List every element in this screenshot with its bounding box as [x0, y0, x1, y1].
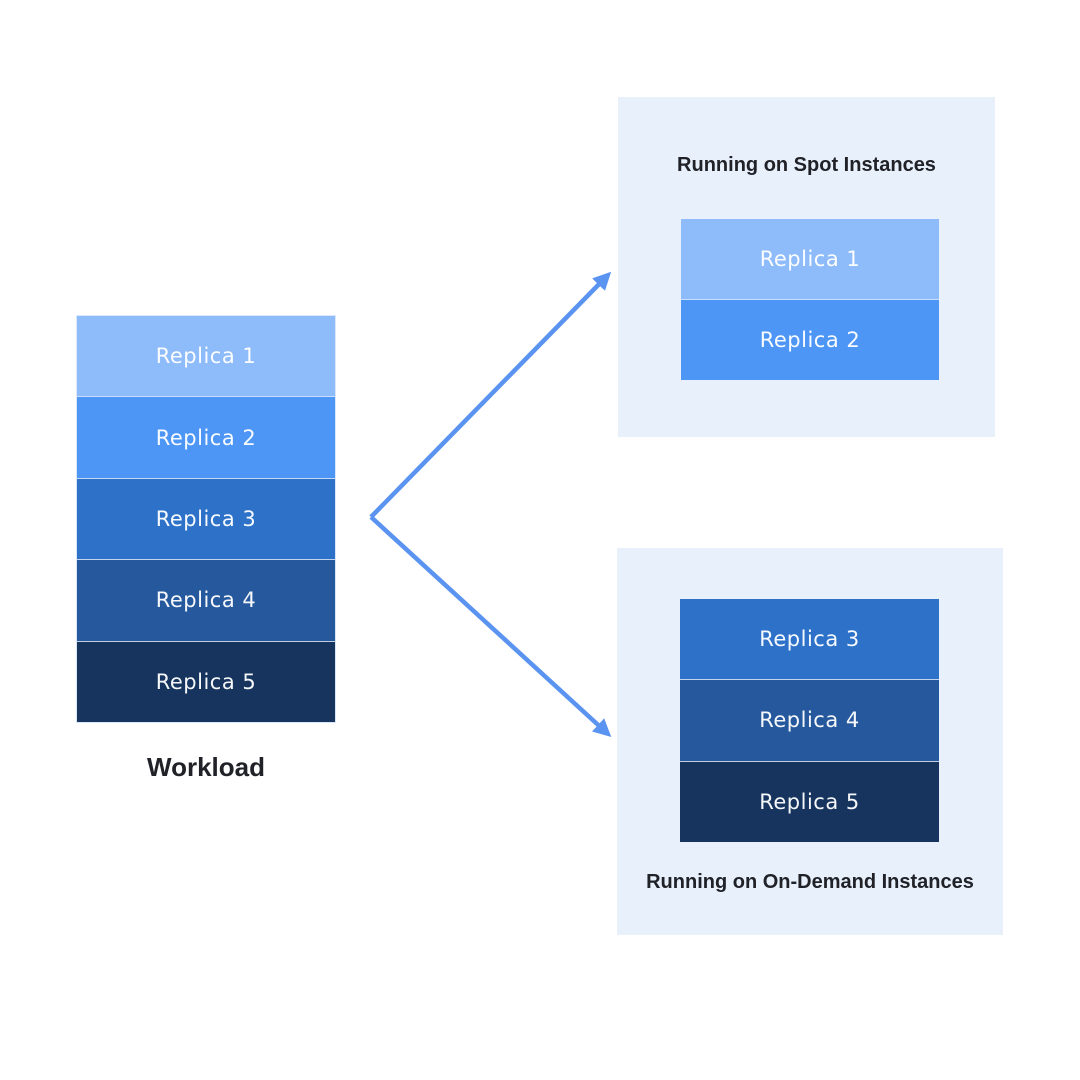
on-demand-replica-3: Replica 3 — [680, 599, 939, 680]
arrow-to-spot — [369, 271, 612, 519]
on-demand-replica-stack: Replica 3 Replica 4 Replica 5 — [680, 599, 939, 842]
arrow-to-on-demand — [369, 515, 612, 738]
workload-replica-2: Replica 2 — [77, 396, 335, 478]
replica-label: Replica 4 — [759, 708, 860, 733]
spot-replica-1: Replica 1 — [681, 219, 939, 299]
workload-replica-5: Replica 5 — [77, 640, 335, 723]
workload-replica-4: Replica 4 — [77, 559, 335, 641]
workload-stack: Replica 1 Replica 2 Replica 3 Replica 4 … — [76, 315, 336, 723]
workload-title: Workload — [147, 752, 265, 782]
spot-replica-2: Replica 2 — [681, 299, 939, 380]
replica-label: Replica 3 — [759, 627, 860, 652]
on-demand-instances-panel: Replica 3 Replica 4 Replica 5 Running on… — [617, 548, 1003, 935]
on-demand-replica-4: Replica 4 — [680, 679, 939, 761]
replica-label: Replica 2 — [155, 425, 257, 450]
replica-label: Replica 1 — [759, 247, 861, 271]
workload-replica-1: Replica 1 — [77, 316, 335, 397]
spot-instances-panel: Running on Spot Instances Replica 1 Repl… — [618, 97, 995, 437]
replica-label: Replica 5 — [759, 789, 860, 814]
replica-label: Replica 4 — [155, 588, 257, 613]
replica-label: Replica 3 — [155, 507, 257, 532]
replica-label: Replica 5 — [155, 669, 257, 694]
on-demand-replica-5: Replica 5 — [680, 760, 939, 842]
on-demand-panel-title: Running on On-Demand Instances — [646, 871, 974, 893]
workload-replica-3: Replica 3 — [77, 477, 335, 560]
replica-label: Replica 1 — [155, 344, 257, 369]
spot-replica-stack: Replica 1 Replica 2 — [681, 219, 939, 380]
replica-label: Replica 2 — [759, 328, 861, 352]
spot-panel-title: Running on Spot Instances — [677, 154, 936, 176]
